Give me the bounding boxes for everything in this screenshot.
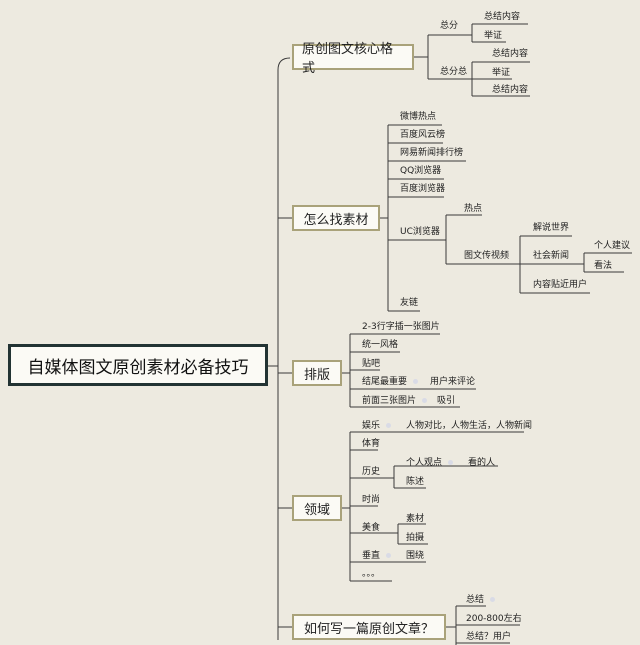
node-zongfenzong[interactable]: 总分总 [440, 67, 468, 77]
node-food-material[interactable]: 素材 [406, 514, 425, 524]
node-tieba[interactable]: 贴吧 [362, 359, 381, 369]
node-first-three-images[interactable]: 前面三张图片 [362, 395, 428, 407]
node-readers[interactable]: 看的人 [468, 458, 496, 468]
node-image-every-lines[interactable]: 2-3行字插一张图片 [362, 322, 440, 332]
node-ending-important[interactable]: 结尾最重要 [362, 376, 419, 388]
connector-dot [386, 423, 392, 428]
node-sports[interactable]: 体育 [362, 439, 381, 449]
node-zfz-evidence[interactable]: 举证 [492, 68, 511, 78]
branch-core-format[interactable]: 原创图文核心格式 [292, 42, 414, 76]
node-entertainment-detail[interactable]: 人物对比，人物生活，人物新闻 [406, 421, 533, 431]
node-statement[interactable]: 陈述 [406, 477, 425, 487]
node-etc[interactable]: 。。。 [362, 569, 381, 579]
connector-dot [490, 597, 496, 602]
node-personal-view[interactable]: 个人观点 [406, 457, 454, 469]
node-netease-ranking[interactable]: 网易新闻排行榜 [400, 148, 464, 158]
connector-dot [386, 553, 392, 558]
node-uc-video[interactable]: 图文传视频 [464, 251, 510, 261]
branch-find-material[interactable]: 怎么找素材 [292, 205, 380, 231]
node-food-shooting[interactable]: 拍摄 [406, 533, 425, 543]
root-topic[interactable]: 自媒体图文原创素材必备技巧 [8, 344, 268, 386]
node-around[interactable]: 围绕 [406, 551, 425, 561]
node-zongfen[interactable]: 总分 [440, 21, 459, 31]
node-entertainment[interactable]: 娱乐 [362, 420, 392, 432]
branch-how-to-write[interactable]: 如何写一篇原创文章？ [292, 614, 446, 640]
node-user-comment[interactable]: 用户来评论 [430, 377, 476, 387]
connector-dot [448, 460, 454, 465]
node-summary[interactable]: 总结 [466, 594, 496, 606]
node-weibo-hot[interactable]: 微博热点 [400, 112, 437, 122]
node-uc-hot[interactable]: 热点 [464, 204, 483, 214]
node-unified-style[interactable]: 统一风格 [362, 340, 399, 350]
node-close-to-user[interactable]: 内容贴近用户 [533, 280, 588, 290]
connector-dot [413, 379, 419, 384]
node-opinion[interactable]: 看法 [594, 261, 613, 271]
node-fashion[interactable]: 时尚 [362, 495, 381, 505]
node-zfz-summary-2[interactable]: 总结内容 [492, 85, 529, 95]
node-vertical[interactable]: 垂直 [362, 550, 392, 562]
node-attract[interactable]: 吸引 [437, 396, 456, 406]
node-length[interactable]: 200-800左右 [466, 614, 522, 624]
connector-dot [422, 398, 428, 403]
node-qq-browser[interactable]: QQ浏览器 [400, 166, 442, 176]
branch-layout[interactable]: 排版 [292, 360, 342, 386]
node-commentary[interactable]: 解说世界 [533, 223, 570, 233]
node-uc-browser[interactable]: UC浏览器 [400, 227, 440, 237]
node-zfz-summary-1[interactable]: 总结内容 [492, 49, 529, 59]
node-summary-user[interactable]: 总结？用户 [466, 632, 512, 642]
node-food[interactable]: 美食 [362, 523, 381, 533]
node-baidu-fengyun[interactable]: 百度风云榜 [400, 130, 446, 140]
node-baidu-browser[interactable]: 百度浏览器 [400, 184, 446, 194]
node-personal-advice[interactable]: 个人建议 [594, 241, 631, 251]
node-history[interactable]: 历史 [362, 467, 381, 477]
node-friend-link[interactable]: 友链 [400, 298, 419, 308]
branch-domain[interactable]: 领域 [292, 495, 342, 521]
node-zf-evidence[interactable]: 举证 [484, 31, 503, 41]
node-zf-summary[interactable]: 总结内容 [484, 12, 521, 22]
node-social-news[interactable]: 社会新闻 [533, 251, 570, 261]
